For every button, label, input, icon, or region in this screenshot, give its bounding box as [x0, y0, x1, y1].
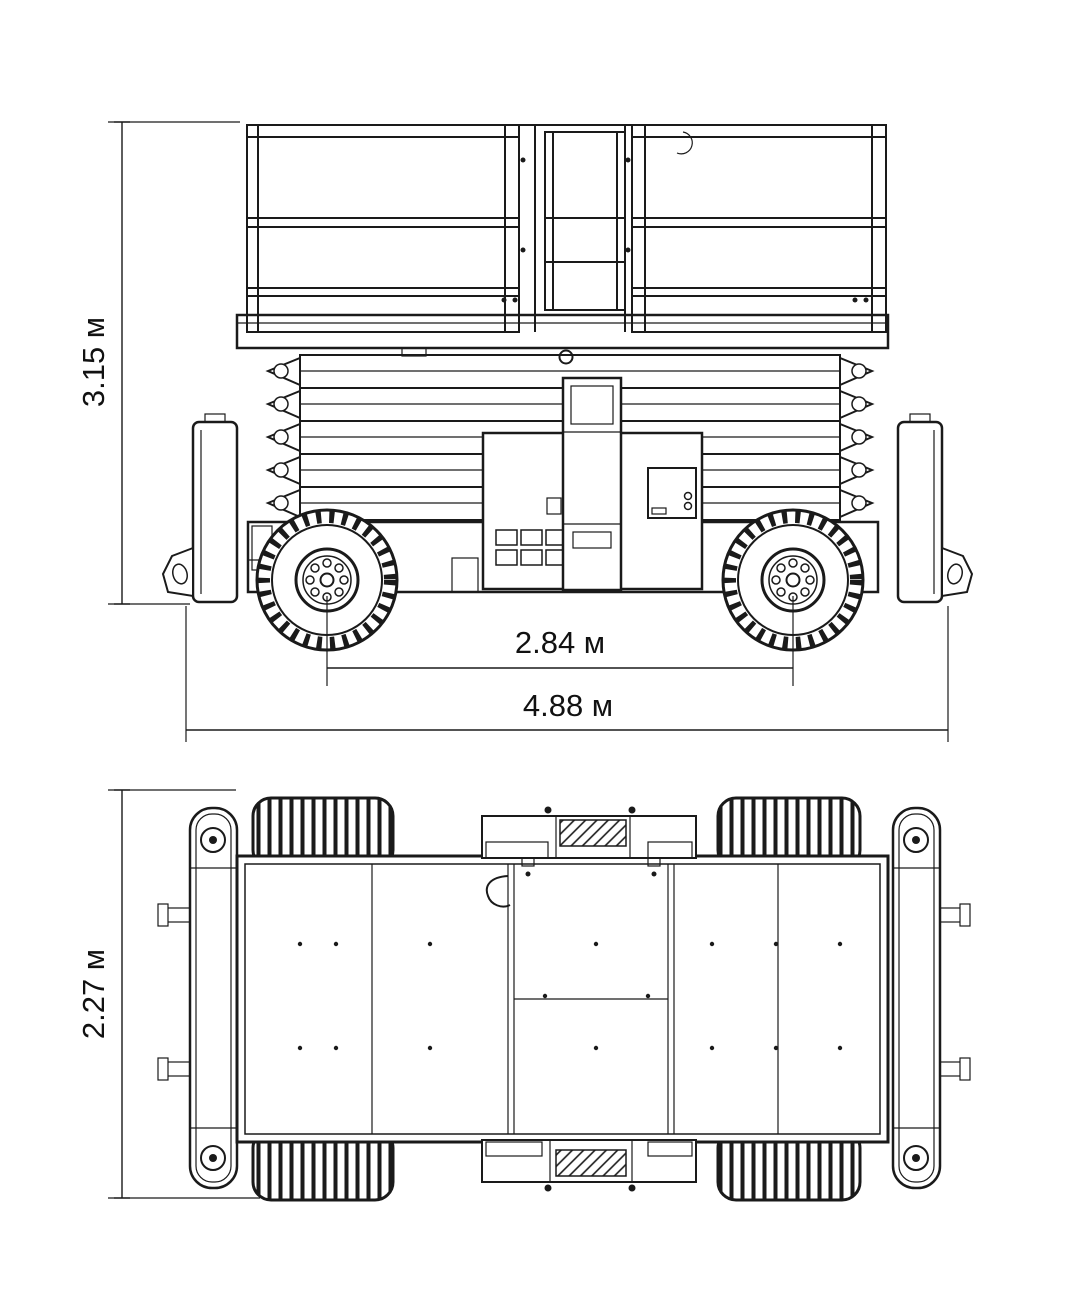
- right-outrigger-rail: [891, 806, 971, 1190]
- platform-floor: [235, 313, 890, 365]
- platform-guardrails: [246, 124, 887, 333]
- manual-holder-hook: [676, 131, 693, 155]
- dim-length-label: 4.88 м: [523, 688, 613, 723]
- deck-rivets: [297, 941, 843, 1051]
- dim-width-label: 2.27 м: [76, 949, 111, 1039]
- tires: [251, 796, 862, 1202]
- dim-height-label: 3.15 м: [76, 317, 111, 407]
- dimension-wheelbase: 2.84 м: [326, 596, 794, 686]
- engine-door: [647, 467, 697, 519]
- entry-gate: [544, 131, 626, 311]
- deck-handle: [485, 875, 511, 908]
- front-step-assembly: [481, 806, 697, 859]
- left-outrigger-rail: [157, 806, 239, 1190]
- dimension-overall-length: 4.88 м: [185, 606, 949, 742]
- mast-column: [561, 376, 623, 592]
- dimension-machine-height: 3.15 м: [76, 121, 240, 605]
- chassis-deck: [235, 854, 890, 1144]
- left-outrigger: [161, 413, 239, 604]
- right-outrigger: [896, 413, 974, 604]
- rear-step-assembly: [481, 1139, 697, 1192]
- side-view: 3.15 м 2.84 м 4.88 м: [76, 121, 974, 742]
- step-tread-plate: [559, 819, 627, 847]
- dim-wheelbase-label: 2.84 м: [515, 625, 605, 660]
- top-view: 2.27 м: [76, 789, 971, 1202]
- step-tread-plate: [555, 1149, 627, 1177]
- dimension-overall-width: 2.27 м: [76, 789, 260, 1199]
